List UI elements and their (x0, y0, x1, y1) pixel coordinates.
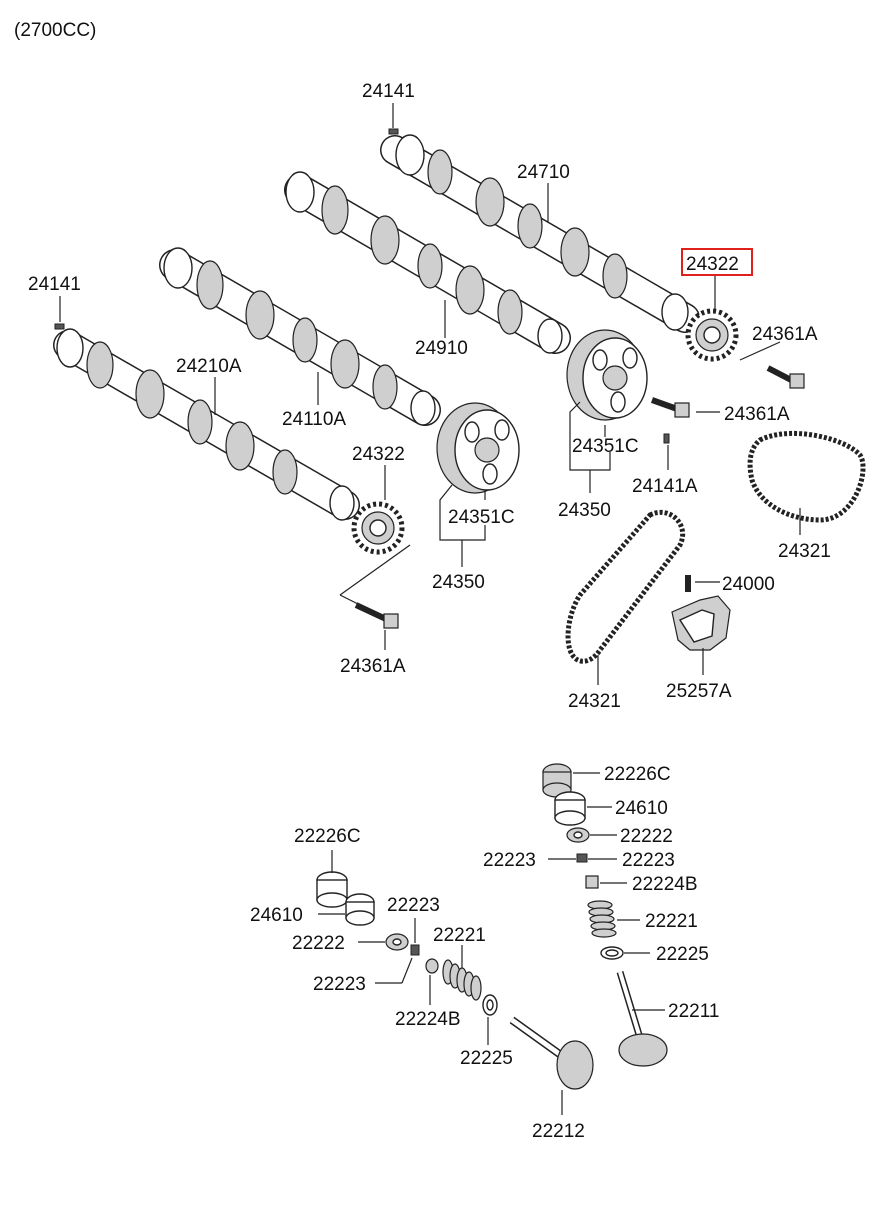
label-24350-left[interactable]: 24350 (432, 572, 485, 593)
label-22224B-right[interactable]: 22224B (632, 874, 698, 895)
retainer-22222-right[interactable] (566, 827, 590, 843)
retainer-22222-left[interactable] (385, 933, 409, 951)
camshaft-24210A[interactable] (53, 328, 360, 521)
bolt-24361A-r1[interactable] (766, 365, 805, 389)
cvvt-24351C-left[interactable] (436, 402, 520, 494)
label-24322-top[interactable]: 24322 (686, 254, 739, 275)
diagram-title: (2700CC) (14, 20, 96, 41)
label-22223-left-top[interactable]: 22223 (387, 895, 440, 916)
label-22223-right-left[interactable]: 22223 (483, 850, 536, 871)
cvvt-24351C-right[interactable] (566, 329, 648, 421)
label-24141-top[interactable]: 24141 (362, 81, 415, 102)
label-22225-left[interactable]: 22225 (460, 1048, 513, 1069)
valve-22212[interactable] (509, 1016, 594, 1090)
label-24141-left[interactable]: 24141 (28, 274, 81, 295)
camshaft-24710[interactable] (380, 134, 700, 333)
label-22223-left-bottom[interactable]: 22223 (313, 974, 366, 995)
highlight-box-24322 (681, 248, 753, 276)
seal-22224B-left[interactable] (425, 958, 439, 974)
label-22226C-right[interactable]: 22226C (604, 764, 671, 785)
label-22221-right[interactable]: 22221 (645, 911, 698, 932)
label-24210A[interactable]: 24210A (176, 356, 242, 377)
part-labels: 24141 24710 24322 24361A 24141 24910 242… (28, 81, 831, 1142)
label-24351C-right[interactable]: 24351C (572, 436, 639, 457)
label-24350-right[interactable]: 24350 (558, 500, 611, 521)
pin-24141-left[interactable] (54, 323, 65, 330)
chain-24321-right[interactable] (747, 430, 866, 523)
label-22211[interactable]: 22211 (668, 1001, 719, 1022)
seat-22225-right[interactable] (600, 946, 624, 960)
label-22224B-left[interactable]: 22224B (395, 1009, 461, 1030)
camshaft-24910[interactable] (284, 171, 571, 354)
shim-24610-left[interactable] (345, 893, 375, 926)
label-24361A-r2[interactable]: 24361A (724, 404, 790, 425)
label-24361A-bottom[interactable]: 24361A (340, 656, 406, 677)
label-22222-right[interactable]: 22222 (620, 826, 673, 847)
sprocket-24322-left[interactable] (351, 501, 405, 555)
valve-22211[interactable] (616, 970, 668, 1067)
sprocket-24322-right[interactable] (685, 308, 739, 362)
pin-24141-top[interactable] (388, 128, 399, 135)
tappet-22226C-left[interactable] (316, 871, 348, 908)
cotter-22223-right[interactable] (576, 853, 588, 863)
label-24141A[interactable]: 24141A (632, 476, 698, 497)
seat-22225-left[interactable] (482, 994, 498, 1016)
bolt-24361A-r2[interactable] (650, 397, 690, 418)
chain-guide-25257A[interactable] (671, 595, 731, 651)
pin-24141A[interactable] (663, 433, 670, 444)
shim-24610-right[interactable] (554, 791, 586, 826)
label-24610-right[interactable]: 24610 (615, 798, 668, 819)
label-22221-left[interactable]: 22221 (433, 925, 486, 946)
label-24000[interactable]: 24000 (722, 574, 775, 595)
label-22223-right-right[interactable]: 22223 (622, 850, 675, 871)
label-22222-left[interactable]: 22222 (292, 933, 345, 954)
label-24351C-left[interactable]: 24351C (448, 507, 515, 528)
label-25257A[interactable]: 25257A (666, 681, 732, 702)
label-24910[interactable]: 24910 (415, 338, 468, 359)
label-24110A[interactable]: 24110A (282, 409, 346, 430)
camshaft-24110A[interactable] (159, 247, 441, 426)
label-24361A-r1[interactable]: 24361A (752, 324, 818, 345)
leader-lines (59, 103, 801, 1115)
seal-22224B-right[interactable] (585, 875, 599, 889)
chain-24321-center[interactable] (565, 509, 686, 664)
label-24710[interactable]: 24710 (517, 162, 570, 183)
spring-22221-right[interactable] (587, 900, 617, 938)
label-24322-left[interactable]: 24322 (352, 444, 405, 465)
label-24321-right[interactable]: 24321 (778, 541, 831, 562)
cotter-22223-left[interactable] (410, 944, 420, 956)
label-22226C-left[interactable]: 22226C (294, 826, 361, 847)
label-22225-right[interactable]: 22225 (656, 944, 709, 965)
label-22212[interactable]: 22212 (532, 1121, 585, 1142)
bolt-24361A-bottom[interactable] (354, 602, 399, 629)
label-24321-center[interactable]: 24321 (568, 691, 621, 712)
label-24610-left[interactable]: 24610 (250, 905, 303, 926)
